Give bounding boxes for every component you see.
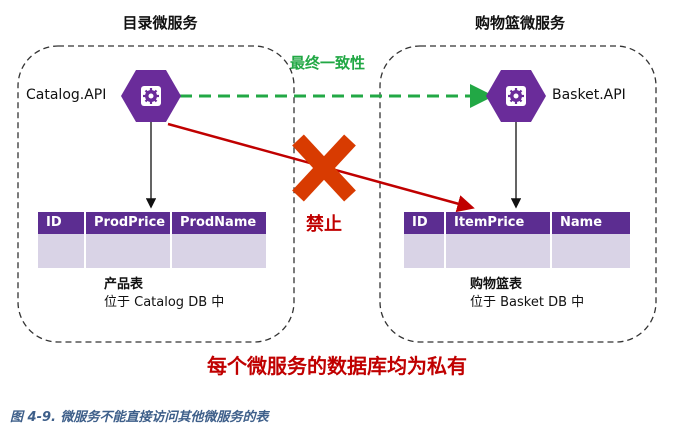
product-table-column: ProdName (172, 212, 266, 268)
basket-table-column: ID (404, 212, 444, 268)
product-table-header: ProdName (172, 212, 266, 234)
basket-table-header: ItemPrice (446, 212, 550, 234)
basket-table-cell (552, 234, 630, 268)
summary-text: 每个微服务的数据库均为私有 (207, 354, 467, 378)
basket-table-header: Name (552, 212, 630, 234)
basket-table-header: ID (404, 212, 444, 234)
forbidden-cross-icon (292, 134, 356, 202)
product-table-cell (172, 234, 266, 268)
product-table-caption-title: 产品表 (104, 277, 144, 292)
left-service-boundary (17, 45, 295, 343)
product-table-caption: 产品表 位于 Catalog DB 中 (104, 276, 224, 312)
product-table-column: ID (38, 212, 84, 268)
product-table-cell (86, 234, 170, 268)
product-table-header: ID (38, 212, 84, 234)
basket-table-caption-title: 购物篮表 (470, 277, 523, 292)
eventual-consistency-label: 最终一致性 (290, 54, 366, 72)
left-service-title: 目录微服务 (122, 14, 198, 32)
product-table-column: ProdPrice (86, 212, 170, 268)
product-table: ID ProdPrice ProdName (38, 212, 266, 268)
right-service-title: 购物篮微服务 (474, 14, 565, 32)
product-table-caption-sub: 位于 Catalog DB 中 (104, 295, 225, 310)
catalog-api-label: Catalog.API (26, 87, 107, 103)
basket-api-label: Basket.API (552, 87, 626, 103)
figure-caption: 图 4-9. 微服务不能直接访问其他微服务的表 (10, 410, 269, 425)
basket-table-cell (404, 234, 444, 268)
forbidden-label: 禁止 (306, 214, 342, 235)
right-service-boundary (379, 45, 657, 343)
gear-icon (141, 86, 161, 106)
product-table-header: ProdPrice (86, 212, 170, 234)
product-table-cell (38, 234, 84, 268)
basket-table-caption: 购物篮表 位于 Basket DB 中 (470, 276, 584, 312)
basket-table-caption-sub: 位于 Basket DB 中 (470, 295, 585, 310)
gear-icon (506, 86, 526, 106)
basket-table: ID ItemPrice Name (404, 212, 630, 268)
basket-table-column: Name (552, 212, 630, 268)
basket-table-column: ItemPrice (446, 212, 550, 268)
basket-table-cell (446, 234, 550, 268)
